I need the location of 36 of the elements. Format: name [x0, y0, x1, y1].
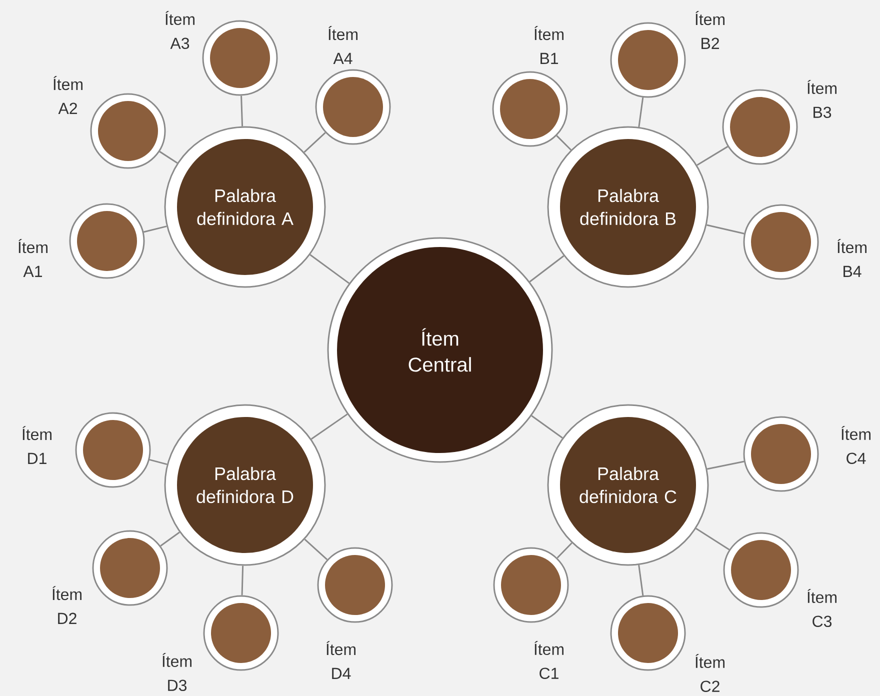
connector-line: [706, 224, 744, 234]
item-label: Ítem D1: [22, 426, 52, 464]
connector-line: [696, 528, 730, 550]
item-label: Ítem A2: [54, 76, 82, 114]
connector-line: [310, 254, 350, 284]
connector-line: [310, 414, 348, 440]
item-label: Ítem D3: [162, 653, 192, 692]
item-label: Ítem C4: [842, 426, 870, 464]
item-label: Ítem B4: [838, 239, 866, 277]
connector-line: [149, 458, 168, 466]
connector-line: [529, 255, 564, 282]
connector-line: [159, 150, 178, 164]
item-label: Ítem B2: [696, 11, 724, 49]
connector-line: [160, 532, 180, 547]
item-label: Ítem B3: [808, 80, 836, 118]
connector-line: [304, 132, 326, 153]
connector-line: [143, 226, 167, 233]
connector-line: [556, 135, 572, 150]
item-label: Ítem B1: [534, 26, 564, 64]
connector-line: [556, 542, 572, 558]
connector-line: [638, 564, 644, 596]
connector-line: [531, 415, 563, 439]
item-label: Ítem D4: [326, 641, 356, 679]
item-label: Ítem A4: [328, 26, 358, 64]
item-label: Ítem C2: [696, 654, 724, 692]
item-label: Ítem C3: [808, 588, 836, 628]
connector-line: [696, 146, 728, 166]
connector-line: [241, 566, 244, 596]
item-label: Ítem A1: [18, 239, 48, 277]
connector-line: [638, 97, 644, 128]
item-label: Ítem D2: [52, 586, 82, 624]
connector-line: [240, 96, 244, 126]
connector-line: [304, 538, 328, 560]
item-label: Ítem A3: [166, 10, 194, 50]
item-label: Ítem C1: [534, 640, 564, 680]
connector-line: [707, 460, 744, 470]
